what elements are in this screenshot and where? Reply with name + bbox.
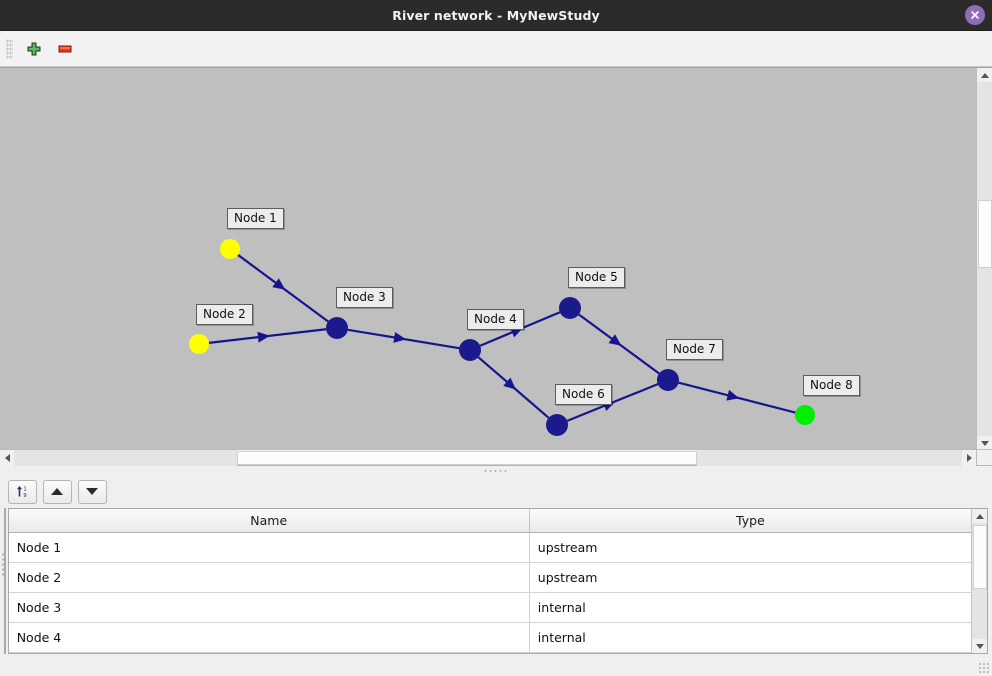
graph-node[interactable]	[657, 369, 679, 391]
chevron-left-icon	[4, 454, 10, 462]
move-down-icon	[86, 488, 99, 495]
node-table-vertical-scrollbar[interactable]	[971, 509, 988, 653]
move-up-icon	[51, 488, 64, 495]
graph-node-label[interactable]: Node 2	[196, 304, 253, 325]
table-cell[interactable]: Node 1	[8, 532, 530, 563]
window-title: River network - MyNewStudy	[392, 7, 600, 23]
graph-node[interactable]	[795, 405, 815, 425]
table-cell[interactable]: upstream	[529, 562, 972, 593]
graph-node[interactable]	[559, 297, 581, 319]
status-bar	[0, 654, 992, 676]
graph-edge-arrow-icon	[608, 334, 622, 346]
network-graph-svg	[189, 239, 815, 436]
graph-horizontal-scrollbar[interactable]	[0, 449, 976, 466]
node-sort-button[interactable]: 1 9	[7, 479, 37, 504]
graph-node[interactable]	[189, 334, 209, 354]
add-node-icon	[27, 42, 41, 55]
node-move-down-button[interactable]	[77, 479, 107, 504]
node-pane-toolbar: 1 9	[3, 475, 992, 508]
column-header-name[interactable]: Name	[8, 509, 530, 533]
toolbar-drag-handle[interactable]	[6, 38, 13, 59]
splitter-grip-icon	[483, 468, 509, 473]
chevron-right-icon	[966, 454, 972, 462]
graph-edge-arrow-icon	[272, 278, 286, 290]
table-cell-empty[interactable]	[529, 652, 972, 653]
node-move-up-button[interactable]	[42, 479, 72, 504]
graph-edge-arrow-icon	[503, 377, 516, 390]
graph-edge-arrow-icon	[393, 332, 407, 343]
graph-edge-arrow-icon	[257, 331, 270, 343]
graph-node[interactable]	[220, 239, 240, 259]
graph-hscroll-track-left[interactable]	[14, 450, 237, 466]
close-icon	[971, 11, 979, 19]
graph-hscroll-thumb[interactable]	[237, 451, 697, 465]
horizontal-splitter[interactable]	[0, 465, 992, 475]
graph-scroll-right-button[interactable]	[962, 450, 976, 466]
node-vscroll-thumb[interactable]	[973, 525, 988, 589]
svg-text:1: 1	[23, 487, 26, 493]
node-scroll-up-button[interactable]	[972, 509, 988, 523]
chevron-down-icon	[981, 440, 989, 446]
graph-scrollbar-corner	[976, 449, 992, 465]
graph-node[interactable]	[326, 317, 348, 339]
graph-node[interactable]	[546, 414, 568, 436]
table-cell[interactable]: internal	[529, 592, 972, 623]
main-toolbar	[0, 31, 992, 67]
network-graph-panel: Node 1 Node 2 Node 3 Node 4 Node 5 Node 6 Node…	[0, 67, 992, 466]
graph-edge-arrow-icon	[726, 389, 740, 401]
node-scroll-down-button[interactable]	[972, 639, 988, 653]
graph-node-label[interactable]: Node 3	[336, 287, 393, 308]
graph-scroll-down-button[interactable]	[977, 436, 992, 450]
svg-text:9: 9	[23, 493, 26, 499]
graph-node-label[interactable]: Node 8	[803, 375, 860, 396]
node-table-row-empty[interactable]	[8, 652, 972, 653]
branch-table-vertical-scrollbar[interactable]	[5, 509, 6, 653]
graph-scroll-left-button[interactable]	[0, 450, 14, 466]
sort-icon: 1 9	[16, 486, 26, 499]
network-graph-canvas[interactable]: Node 1 Node 2 Node 3 Node 4 Node 5 Node 6 Node…	[0, 68, 976, 450]
graph-node-label[interactable]: Node 7	[666, 339, 723, 360]
window-resize-grip[interactable]	[978, 662, 990, 674]
graph-node-label[interactable]: Node 5	[568, 267, 625, 288]
table-cell[interactable]: Node 4	[8, 622, 530, 653]
graph-hscroll-track-right[interactable]	[697, 450, 962, 466]
remove-node-icon	[58, 45, 72, 52]
table-cell[interactable]: upstream	[529, 532, 972, 563]
graph-vertical-scrollbar[interactable]	[976, 68, 992, 450]
chevron-up-icon	[981, 72, 989, 78]
close-button[interactable]	[965, 5, 985, 25]
graph-node[interactable]	[459, 339, 481, 361]
graph-node-label[interactable]: Node 4	[467, 309, 524, 330]
table-cell[interactable]: Node 3	[8, 592, 530, 623]
chevron-down-icon	[976, 643, 985, 649]
vertical-splitter-grip-icon	[0, 551, 4, 578]
title-bar: River network - MyNewStudy	[0, 0, 992, 31]
chevron-up-icon	[976, 513, 985, 519]
graph-vscroll-track-upper[interactable]	[977, 82, 992, 200]
remove-node-button[interactable]	[52, 36, 78, 62]
table-cell-empty[interactable]	[8, 652, 530, 653]
graph-vscroll-track-lower[interactable]	[977, 268, 992, 436]
column-header-type[interactable]: Type	[529, 509, 972, 533]
graph-node-label[interactable]: Node 6	[555, 384, 612, 405]
table-cell[interactable]: internal	[529, 622, 972, 653]
graph-vscroll-thumb[interactable]	[978, 200, 992, 268]
table-cell[interactable]: Node 2	[8, 562, 530, 593]
add-node-button[interactable]	[21, 36, 47, 62]
vertical-splitter[interactable]	[0, 475, 4, 654]
graph-node-label[interactable]: Node 1	[227, 208, 284, 229]
graph-scroll-up-button[interactable]	[977, 68, 992, 82]
